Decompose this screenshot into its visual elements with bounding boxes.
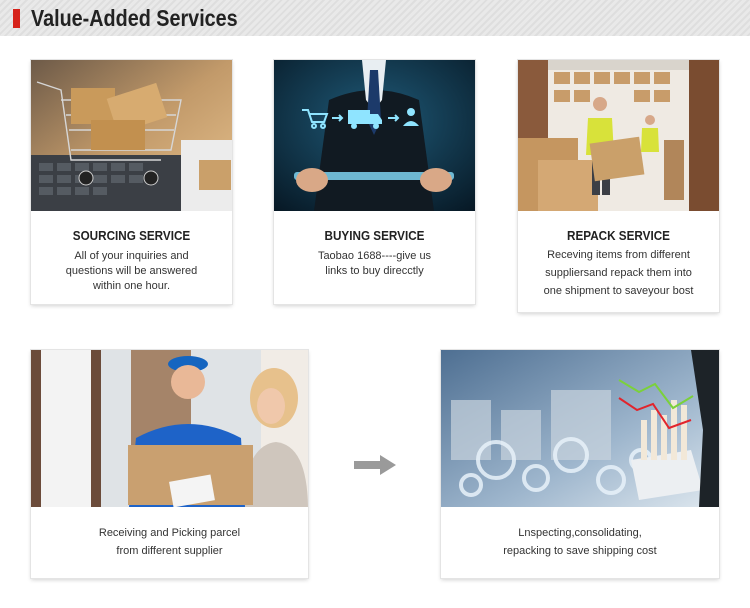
- repack-photo: [518, 60, 719, 211]
- section-header: Value-Added Services: [0, 0, 750, 36]
- process-description: Lnspecting,consolidating,: [518, 527, 642, 539]
- receiving-parcel-card: Receiving and Picking parcel from differ…: [31, 350, 308, 578]
- inspecting-card: Lnspecting,consolidating, repacking to s…: [441, 350, 719, 578]
- repack-service-card: REPACK SERVICE Receving items from diffe…: [518, 60, 719, 312]
- buying-service-body: BUYING SERVICE Taobao 1688----give us li…: [274, 228, 475, 279]
- buying-service-card: BUYING SERVICE Taobao 1688----give us li…: [274, 60, 475, 304]
- process-description: Receiving and Picking parcel: [98, 527, 241, 539]
- process-description: repacking to save shipping cost: [503, 545, 657, 557]
- receiving-body: Receiving and Picking parcel from differ…: [31, 524, 308, 560]
- service-description: Receving items from different suppliersa…: [543, 249, 694, 297]
- receiving-photo: [31, 350, 308, 507]
- service-description: All of your inquiries and questions will…: [65, 250, 198, 292]
- sourcing-service-body: SOURCING SERVICE All of your inquiries a…: [31, 228, 232, 294]
- repack-service-body: REPACK SERVICE Receving items from diffe…: [518, 228, 719, 300]
- header-accent-marker: [13, 9, 20, 28]
- service-title: REPACK SERVICE: [567, 228, 670, 243]
- person-icon: [403, 108, 419, 126]
- buying-photo: [274, 60, 475, 211]
- sourcing-photo: [31, 60, 232, 211]
- sourcing-service-card: SOURCING SERVICE All of your inquiries a…: [31, 60, 232, 304]
- arrow-right-icon: [354, 455, 396, 475]
- process-description: from different supplier: [116, 545, 223, 557]
- cart-icon: [302, 109, 329, 129]
- service-description: Taobao 1688----give us links to buy dire…: [317, 250, 432, 277]
- inspecting-body: Lnspecting,consolidating, repacking to s…: [441, 524, 719, 560]
- page-title: Value-Added Services: [31, 5, 238, 31]
- service-title: BUYING SERVICE: [324, 228, 425, 243]
- service-title: SOURCING SERVICE: [72, 228, 191, 243]
- inspecting-photo: [441, 350, 719, 507]
- truck-icon: [348, 110, 382, 129]
